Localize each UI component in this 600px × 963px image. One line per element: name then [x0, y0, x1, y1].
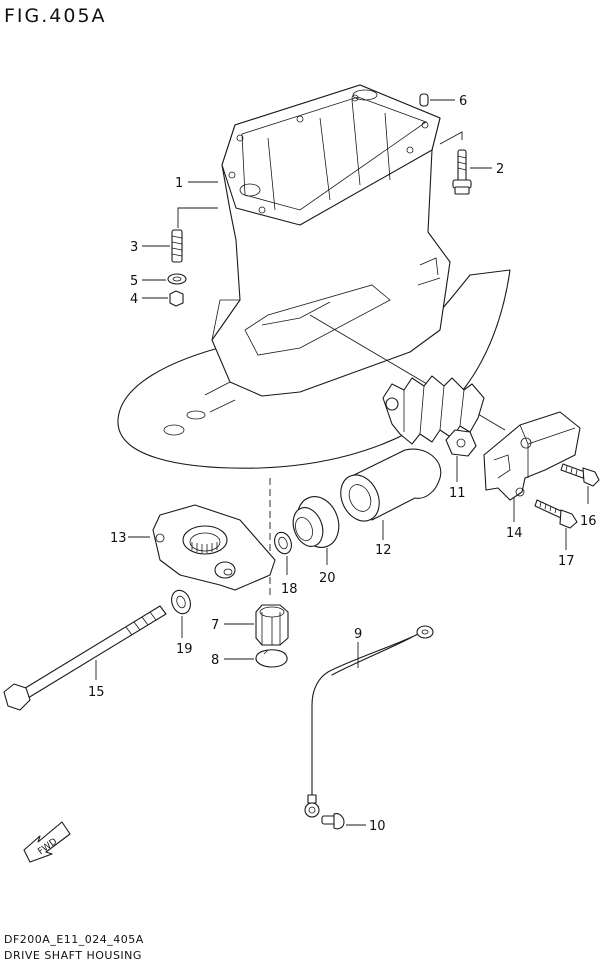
seal[interactable]: 20	[288, 491, 346, 586]
nut[interactable]: 4	[130, 290, 184, 307]
clamp[interactable]: 13	[110, 504, 276, 591]
callout-6: 6	[459, 94, 467, 109]
callout-8: 8	[211, 653, 219, 668]
bracket-bolt-16[interactable]: 16	[560, 463, 600, 529]
callout-4: 4	[130, 292, 138, 307]
callout-13: 13	[110, 531, 127, 546]
rubber-mount[interactable]: 11	[309, 314, 506, 501]
callout-1: 1	[175, 176, 183, 191]
figure-title: FIG.405A	[4, 5, 107, 27]
forward-direction-arrow: FWD	[23, 821, 71, 863]
callout-10: 10	[369, 819, 386, 834]
callout-3: 3	[130, 240, 138, 255]
callout-7: 7	[211, 618, 219, 633]
callout-14: 14	[506, 526, 523, 541]
ground-wire[interactable]: 9	[304, 625, 434, 818]
dowel-pin[interactable]: 6	[419, 93, 467, 109]
long-bolt[interactable]: 15	[3, 605, 167, 711]
callout-11: 11	[449, 486, 466, 501]
o-ring-18[interactable]: 18	[272, 530, 298, 597]
callout-5: 5	[130, 274, 138, 289]
bushing[interactable]: 12	[334, 448, 442, 558]
callout-12: 12	[375, 543, 392, 558]
callout-16: 16	[580, 514, 597, 529]
circlip[interactable]: 8	[211, 649, 288, 668]
shaft-nut[interactable]: 7	[211, 604, 289, 646]
figure-name: DRIVE SHAFT HOUSING	[4, 949, 142, 962]
housing-bolt-upper[interactable]: 2	[439, 131, 504, 195]
callout-20: 20	[319, 571, 336, 586]
washer[interactable]: 5	[130, 273, 187, 289]
washer-19[interactable]: 19	[168, 588, 193, 657]
stud-bolt[interactable]: 3	[130, 207, 218, 263]
callout-19: 19	[176, 642, 193, 657]
mount-bracket-lower[interactable]: 14	[483, 411, 581, 541]
callout-2: 2	[496, 162, 504, 177]
bracket-bolt-17[interactable]: 17	[534, 499, 578, 569]
callout-17: 17	[558, 554, 575, 569]
callout-9: 9	[354, 627, 362, 642]
figure-code: DF200A_E11_024_405A	[4, 933, 144, 946]
ground-screw[interactable]: 10	[321, 813, 386, 834]
callout-15: 15	[88, 685, 105, 700]
callout-18: 18	[281, 582, 298, 597]
